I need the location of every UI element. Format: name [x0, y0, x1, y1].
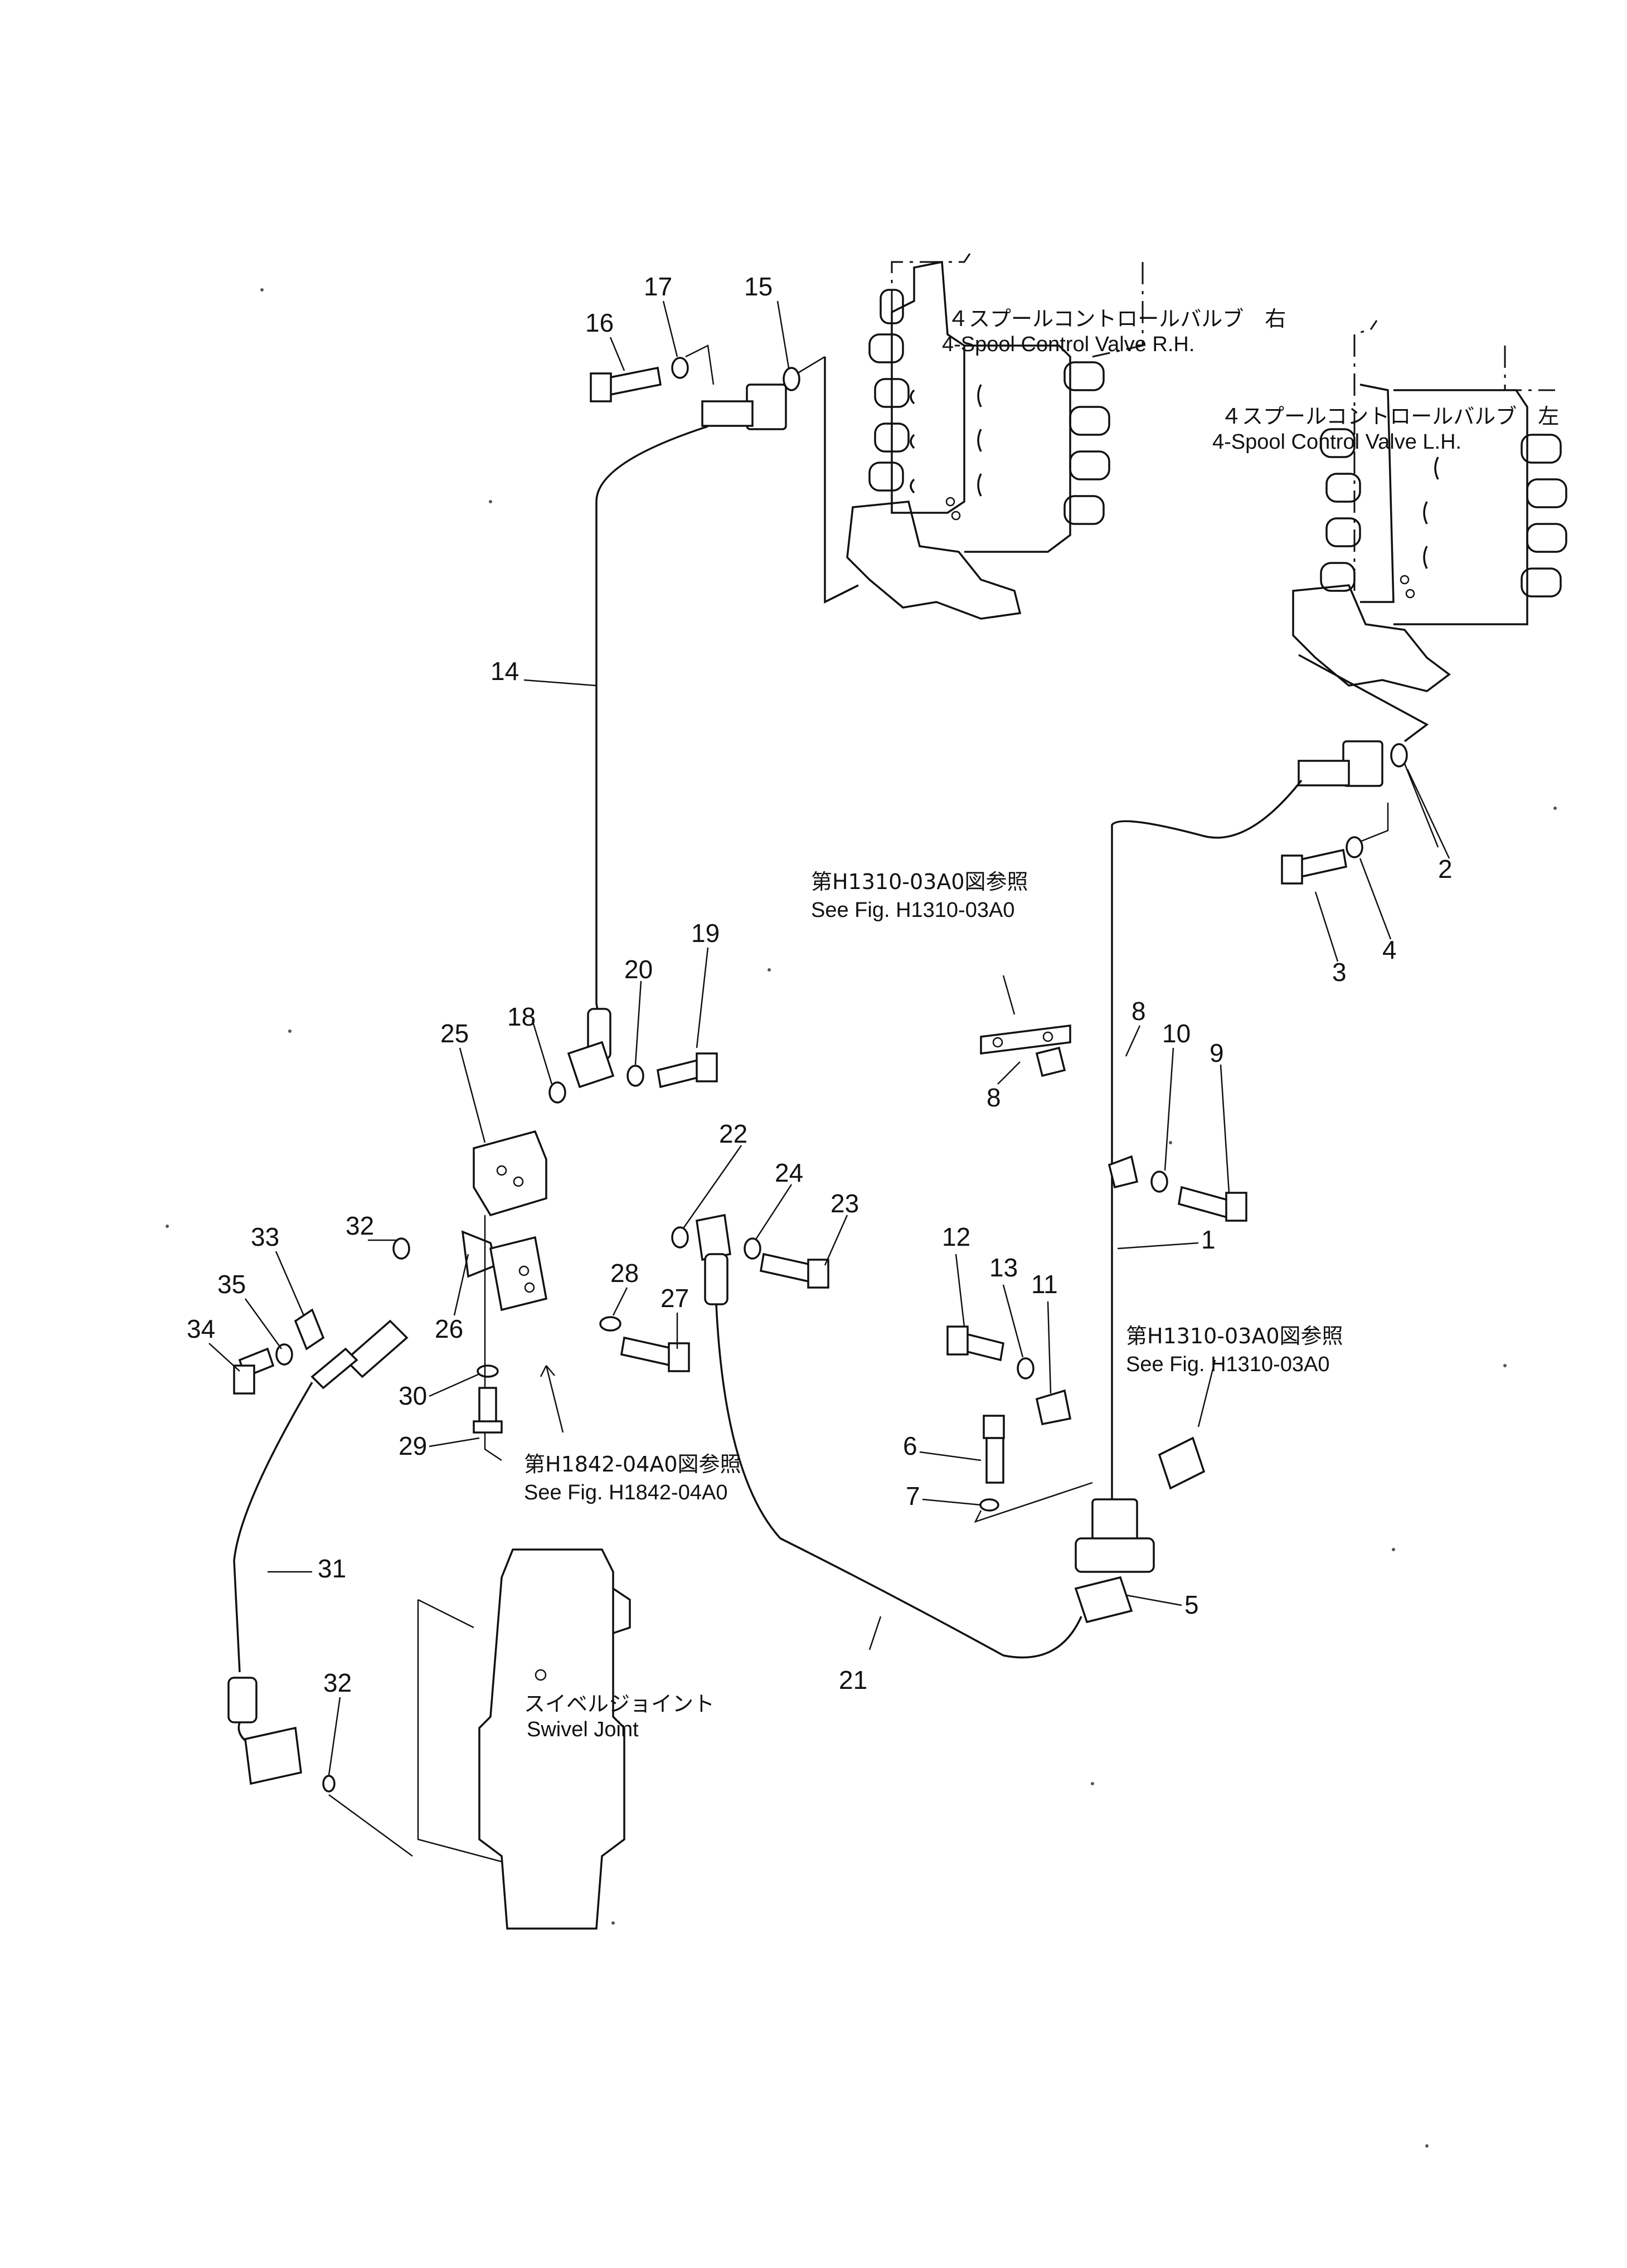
- bolt-16-head: [590, 372, 612, 402]
- callout-12: 12: [942, 1222, 970, 1251]
- callout-15: 15: [744, 272, 773, 301]
- ref-arrow-2: [1197, 1359, 1216, 1427]
- hose-14-assembly: [523, 344, 825, 1021]
- callout-4: 4: [1382, 935, 1397, 964]
- callout-numbers: 1 2 3 4 5 6 7 8 8 9 10 11 12 13 14 15 16…: [187, 272, 1453, 1697]
- scan-speckles: [166, 288, 1557, 2148]
- valve-lh-jp-label: ４スプールコントロールバルブ 左: [1221, 404, 1559, 429]
- callout-32a: 32: [346, 1211, 374, 1240]
- ref-h1310-b-en: See Fig. H1310-03A0: [1126, 1353, 1329, 1376]
- callout-29: 29: [399, 1431, 427, 1460]
- callout-27: 27: [660, 1284, 689, 1313]
- callout-31: 31: [318, 1554, 346, 1583]
- callout-9: 9: [1210, 1038, 1224, 1067]
- callout-35: 35: [217, 1270, 246, 1299]
- callout-11: 11: [1031, 1270, 1058, 1299]
- valve-rh-jp-label: ４スプールコントロールバルブ 右: [948, 307, 1286, 331]
- swivel-jp-label: スイベルジョイント: [524, 1692, 715, 1716]
- swivel-en-label: Swivel Joint: [527, 1718, 639, 1741]
- callout-3: 3: [1332, 958, 1347, 987]
- callout-13: 13: [989, 1253, 1018, 1282]
- callout-22: 22: [719, 1119, 747, 1148]
- callout-14: 14: [490, 657, 519, 686]
- valve-lh-en-label: 4-Spool Control Valve L.H.: [1212, 430, 1461, 454]
- callout-23: 23: [831, 1189, 859, 1218]
- clamp-block: [1158, 1436, 1206, 1490]
- hose-1-assembly: [1075, 740, 1439, 1606]
- ref-h1310-a-jp: 第H1310-03A0図参照: [811, 870, 1028, 894]
- callout-28: 28: [610, 1259, 639, 1288]
- washer-17: [671, 357, 689, 379]
- leader-14: [523, 679, 597, 687]
- ref-h1310-b-jp: 第H1310-03A0図参照: [1126, 1324, 1343, 1348]
- callout-32b: 32: [323, 1668, 352, 1697]
- ref-h1842-jp: 第H1842-04A0図参照: [524, 1452, 741, 1477]
- leader-lines: [208, 300, 1450, 1776]
- callout-25: 25: [440, 1019, 469, 1048]
- callout-30: 30: [399, 1381, 427, 1410]
- callout-20: 20: [624, 955, 653, 984]
- callout-34: 34: [187, 1314, 215, 1343]
- callout-16: 16: [585, 308, 614, 337]
- leader-1: [1117, 1242, 1199, 1250]
- block-25-assembly: [461, 1008, 718, 1461]
- callout-8b: 8: [987, 1083, 1001, 1112]
- callout-18: 18: [507, 1002, 536, 1031]
- hose-31-assembly: [227, 1237, 413, 1857]
- callout-21: 21: [839, 1665, 867, 1694]
- swivel-joint: スイベルジョイント Swivel Joint: [417, 1548, 715, 1930]
- hose-21-assembly: [671, 1213, 1133, 1659]
- callout-1: 1: [1201, 1225, 1216, 1254]
- hose-end-top: [701, 400, 754, 427]
- callout-17: 17: [644, 272, 672, 301]
- ref-h1310-a-en: See Fig. H1310-03A0: [811, 899, 1014, 922]
- callout-33: 33: [251, 1222, 279, 1251]
- callout-10: 10: [1162, 1019, 1191, 1048]
- control-valve-rh: ４スプールコントロールバルブ 右 4-Spool Control Valve R…: [824, 253, 1286, 620]
- callout-6: 6: [903, 1431, 917, 1460]
- callout-8a: 8: [1131, 997, 1146, 1026]
- o-ring-15: [783, 367, 800, 391]
- callout-7: 7: [906, 1482, 920, 1511]
- callout-2: 2: [1438, 854, 1453, 883]
- figure-references: 第H1310-03A0図参照 See Fig. H1310-03A0 第H131…: [524, 870, 1343, 1504]
- clamp-assemblies: [946, 975, 1247, 1523]
- callout-24: 24: [775, 1158, 803, 1187]
- valve-rh-en-label: 4-Spool Control Valve R.H.: [942, 333, 1194, 356]
- leader-21: [868, 1616, 882, 1650]
- ref-arrow-1: [1002, 975, 1016, 1015]
- control-valve-lh: ４スプールコントロールバルブ 左 4-Spool Control Valve L…: [1212, 320, 1567, 742]
- callout-5: 5: [1184, 1590, 1199, 1619]
- ref-h1842-en: See Fig. H1842-04A0: [524, 1481, 727, 1504]
- callout-26: 26: [435, 1314, 463, 1343]
- callout-19: 19: [691, 919, 720, 948]
